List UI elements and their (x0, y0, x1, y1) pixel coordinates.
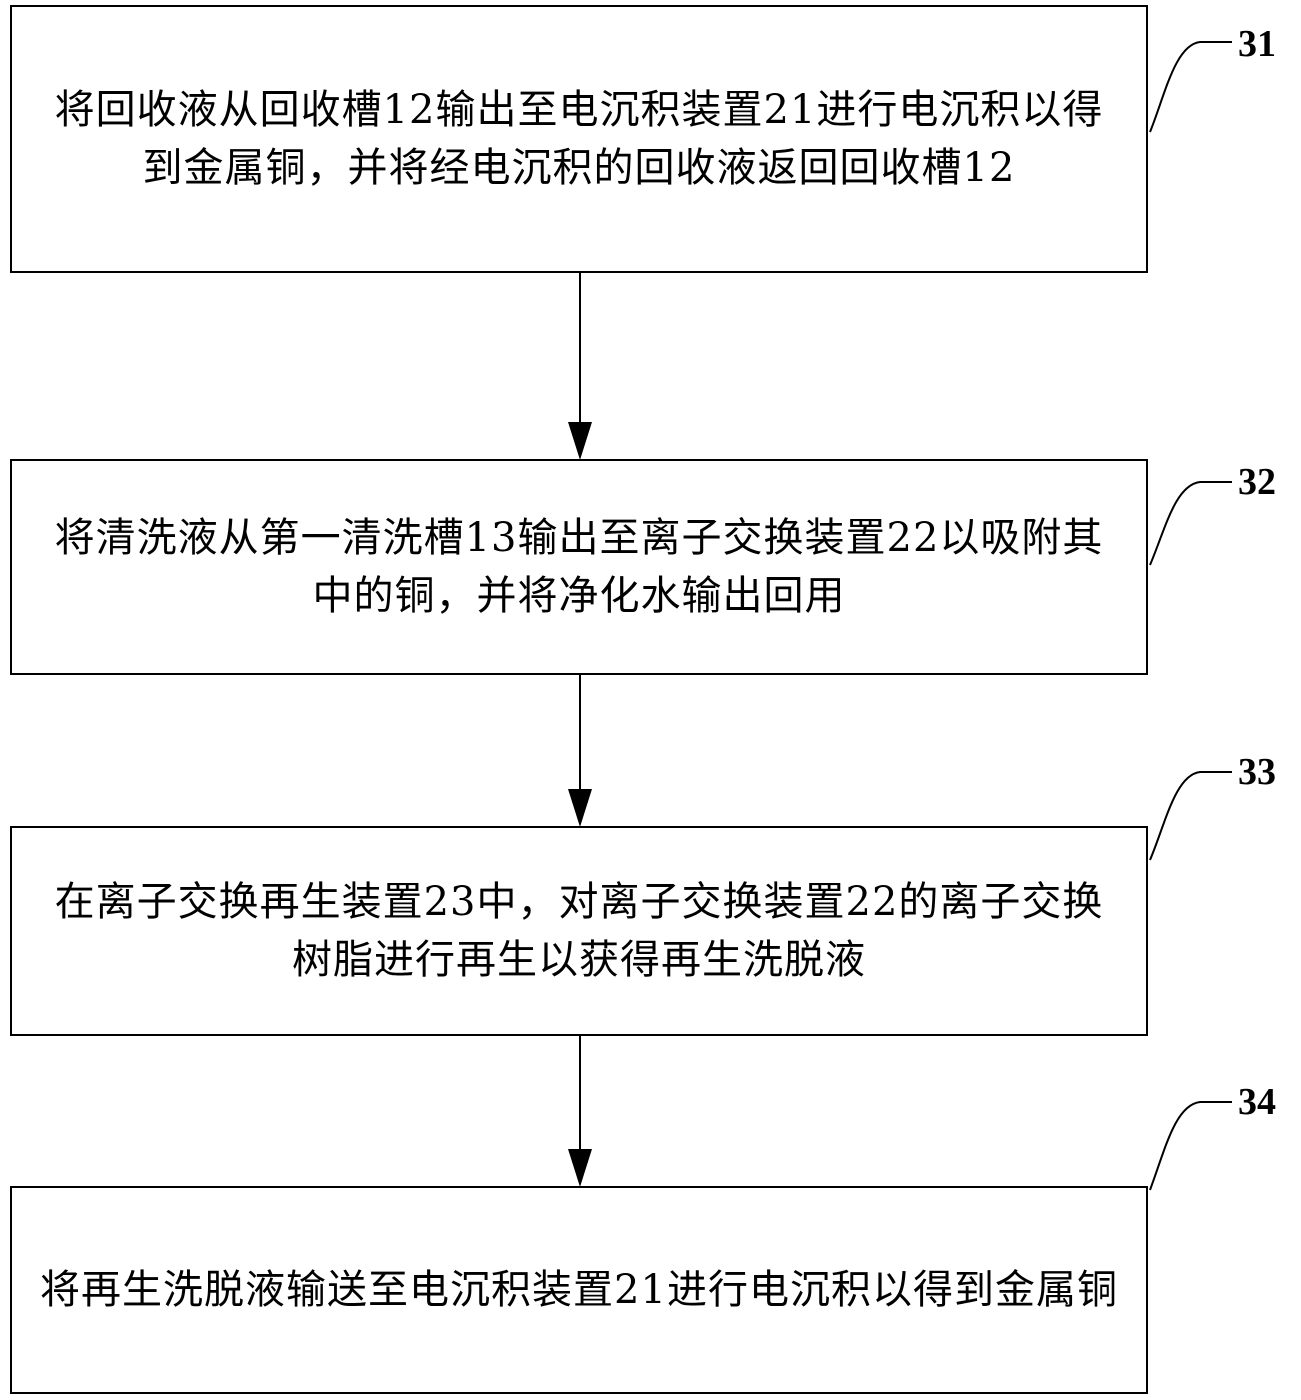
step-text-31: 将回收液从回收槽12输出至电沉积装置21进行电沉积以得到金属铜，并将经电沉积的回… (54, 87, 1104, 191)
step-box-32: 将清洗液从第一清洗槽13输出至离子交换装置22以吸附其中的铜，并将净化水输出回用 (10, 459, 1148, 675)
step-label-34: 34 (1238, 1081, 1276, 1123)
leader-line-33 (1149, 771, 1232, 861)
step-box-33: 在离子交换再生装置23中，对离子交换装置22的离子交换树脂进行再生以获得再生洗脱… (10, 826, 1148, 1036)
step-label-33: 33 (1238, 751, 1276, 793)
step-label-31: 31 (1238, 23, 1276, 65)
step-label-32: 32 (1238, 461, 1276, 503)
leader-line-32 (1149, 481, 1232, 566)
step-text-33: 在离子交换再生装置23中，对离子交换装置22的离子交换树脂进行再生以获得再生洗脱… (54, 879, 1104, 983)
leader-line-34 (1149, 1101, 1232, 1191)
step-text-32: 将清洗液从第一清洗槽13输出至离子交换装置22以吸附其中的铜，并将净化水输出回用 (54, 515, 1104, 619)
arrow-31-to-32 (568, 272, 592, 460)
step-box-34: 将再生洗脱液输送至电沉积装置21进行电沉积以得到金属铜 (10, 1186, 1148, 1394)
arrow-32-to-33 (568, 674, 592, 827)
leader-line-31 (1149, 41, 1232, 133)
step-text-34: 将再生洗脱液输送至电沉积装置21进行电沉积以得到金属铜 (40, 1267, 1118, 1313)
step-box-31: 将回收液从回收槽12输出至电沉积装置21进行电沉积以得到金属铜，并将经电沉积的回… (10, 5, 1148, 273)
arrow-33-to-34 (568, 1035, 592, 1187)
